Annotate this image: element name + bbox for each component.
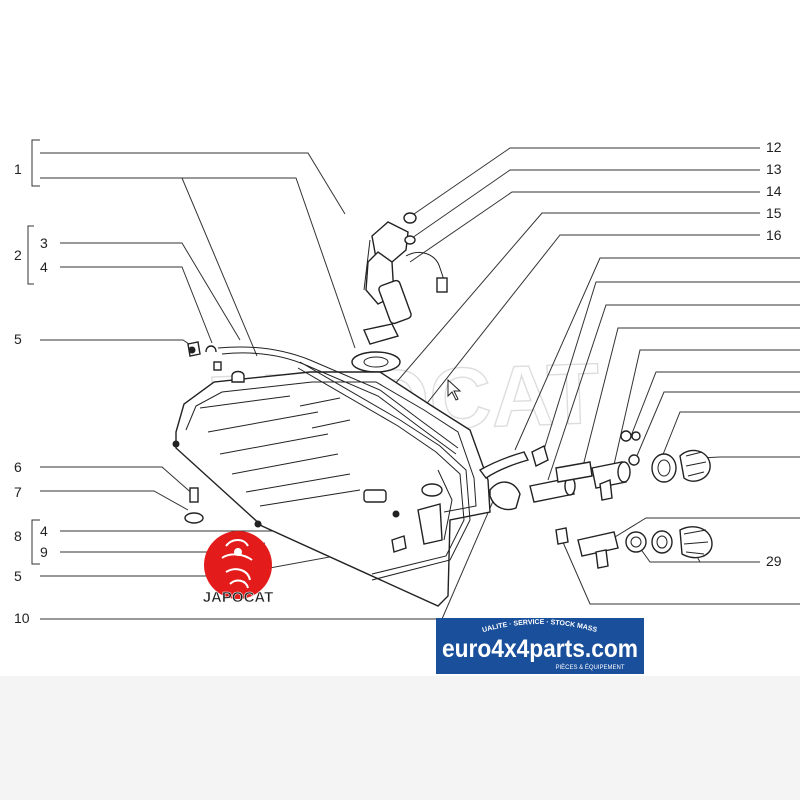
mouse-cursor-icon — [447, 378, 462, 401]
japocat-logo-text: JAPOCAT — [203, 589, 274, 606]
callout-15: 15 — [766, 205, 782, 221]
callout-9: 9 — [40, 544, 48, 560]
euro4x4parts-logo: QUALITE · SERVICE · STOCK MASSIF euro4x4… — [436, 618, 644, 674]
japocat-logo: JAPOCAT — [202, 531, 274, 606]
callout-1: 1 — [14, 161, 22, 177]
callout-10: 10 — [14, 610, 30, 626]
clips-and-bolts — [184, 341, 407, 553]
bottom-band — [0, 676, 800, 800]
euro4x4parts-name: euro4x4parts.com — [442, 635, 638, 663]
right-leaders — [387, 147, 800, 605]
callout-6: 6 — [14, 459, 22, 475]
cat-emblem-icon — [221, 539, 253, 589]
euro4x4parts-logo-bg — [436, 618, 644, 674]
callout-4: 4 — [40, 259, 48, 275]
callout-16: 16 — [766, 227, 782, 243]
japocat-logo-circle — [204, 531, 272, 599]
callout-12: 12 — [766, 139, 782, 155]
filler-neck-parts — [478, 430, 713, 569]
callout-14: 14 — [766, 183, 782, 199]
callout-4b: 4 — [40, 523, 48, 539]
fuel-tank — [172, 371, 491, 607]
callout-7: 7 — [14, 484, 22, 500]
callout-13: 13 — [766, 161, 782, 177]
euro4x4parts-subtitle: PIÈCES & ÉQUIPEMENT — [555, 664, 624, 671]
callout-2: 2 — [14, 247, 22, 263]
callout-8: 8 — [14, 528, 22, 544]
callout-5: 5 — [14, 331, 22, 347]
fuel-pump-assembly — [363, 212, 448, 345]
fuel-lines — [217, 346, 471, 581]
callout-29: 29 — [766, 553, 782, 569]
left-brackets — [27, 139, 40, 565]
callout-5b: 5 — [14, 568, 22, 584]
callout-3: 3 — [40, 235, 48, 251]
